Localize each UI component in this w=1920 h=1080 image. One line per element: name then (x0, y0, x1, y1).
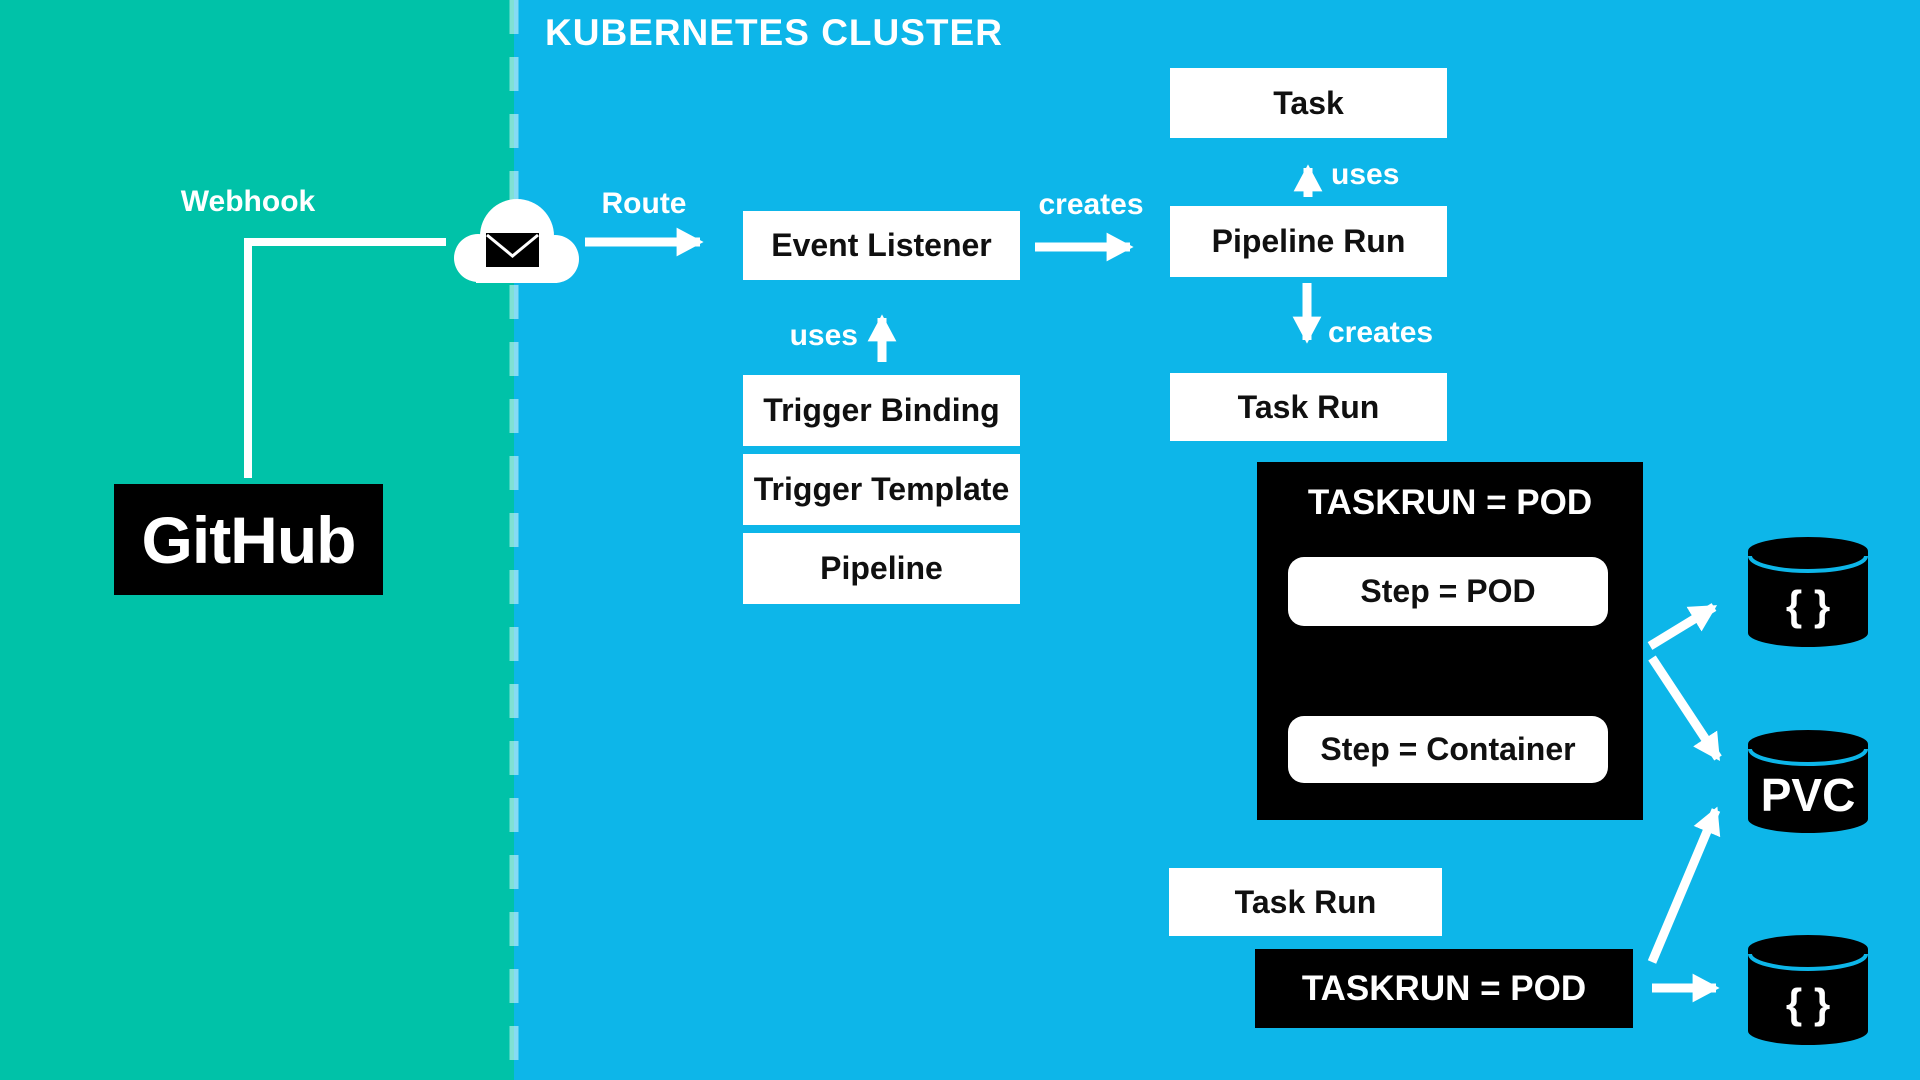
uses-label-triggers: uses (789, 319, 858, 352)
workspace-top-cylinder-icon (1748, 537, 1868, 647)
uses-label-task: uses (1331, 158, 1400, 191)
envelope-icon (484, 231, 541, 269)
arrow-pod2-to-pvc (1647, 806, 1721, 964)
kubernetes-cluster-title: KUBERNETES CLUSTER (545, 12, 1003, 53)
creates-label-event-listener: creates (1038, 188, 1144, 221)
workspace-bottom-cylinder-icon (1748, 935, 1868, 1045)
node-step-container: Step = Container (1288, 716, 1608, 783)
pvc-label: PVC (1760, 769, 1856, 821)
pvc-cylinder-icon (1748, 730, 1868, 833)
node-task: Task (1170, 68, 1447, 138)
arrow-pod-to-pvc (1648, 655, 1722, 762)
webhook-label: Webhook (180, 185, 316, 218)
node-task-run: Task Run (1170, 373, 1447, 441)
taskrun-pod-2-box: TASKRUN = POD (1255, 949, 1633, 1028)
route-label: Route (601, 187, 687, 220)
taskrun-pod-detail-box: TASKRUN = POD Step = POD Step = Containe… (1257, 462, 1643, 820)
webhook-connector-line (244, 238, 446, 478)
node-pipeline: Pipeline (743, 533, 1020, 604)
node-trigger-template: Trigger Template (743, 454, 1020, 525)
taskrun-pod-detail-title: TASKRUN = POD (1307, 483, 1593, 522)
node-event-listener: Event Listener (743, 211, 1020, 280)
taskrun-pod-2-title: TASKRUN = POD (1301, 969, 1587, 1008)
node-trigger-binding: Trigger Binding (743, 375, 1020, 446)
node-pipeline-run: Pipeline Run (1170, 206, 1447, 277)
workspace-bottom-label: { } (1785, 980, 1831, 1027)
arrow-pod-to-workspace-top (1647, 603, 1718, 650)
workspace-top-label: { } (1785, 582, 1831, 629)
github-logo-text: GitHub (141, 502, 357, 577)
node-step-pod: Step = POD (1288, 557, 1608, 626)
github-logo: GitHub (114, 484, 383, 595)
node-task-run-2: Task Run (1169, 868, 1442, 936)
creates-label-task-run: creates (1328, 316, 1434, 349)
